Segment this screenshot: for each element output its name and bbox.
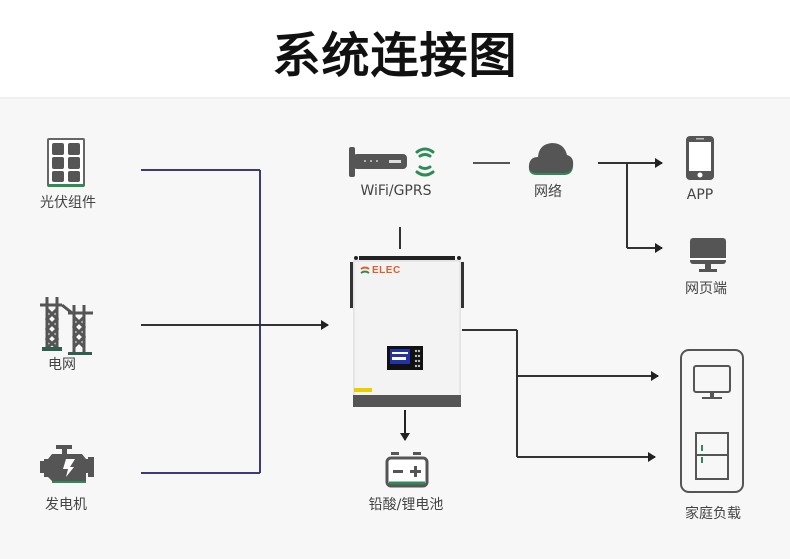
cloud-icon [527,141,575,177]
solar-panel-icon [47,138,85,188]
app-label: APP [686,187,714,203]
inverter-brand: ELEC [372,265,401,276]
wifi-dongle-icon [349,145,439,179]
inverter-device: ELEC [350,255,466,410]
engine-icon [38,443,96,485]
home-appliances-icon [680,349,744,493]
monitor-icon [689,237,727,275]
page-title: 系统连接图 [272,28,518,84]
home-load-label: 家庭负载 [685,506,741,522]
tv-icon [693,365,731,399]
web-label: 网页端 [685,281,727,297]
generator-label: 发电机 [45,497,87,513]
battery-icon [385,450,429,490]
header: 系统连接图 [0,0,790,97]
grid-label: 电网 [48,357,76,373]
battery-label: 铅酸/锂电池 [368,497,444,513]
smartphone-icon [685,135,715,181]
power-tower-icon [38,293,96,355]
network-label: 网络 [534,184,562,200]
solar-label: 光伏组件 [40,195,96,211]
wifi-label: WiFi/GPRS [360,183,432,199]
fridge-icon [695,432,729,480]
